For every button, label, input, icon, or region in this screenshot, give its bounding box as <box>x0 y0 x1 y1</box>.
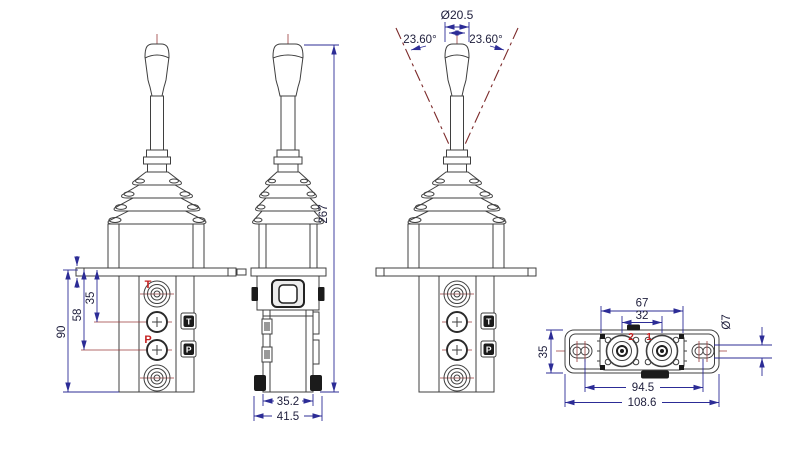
dim-41-5-label: 41.5 <box>277 411 299 423</box>
side-view: 267 35.2 41.5 <box>236 34 339 423</box>
dim-body-width: 35.2 <box>262 394 314 408</box>
upper-housing <box>258 223 318 269</box>
dim-plate-width: 35 <box>538 329 563 374</box>
dim-tilt-angle-left: 23.60° <box>403 34 437 51</box>
dim-67-label: 67 <box>636 298 649 310</box>
tab-t-label: T <box>186 317 192 327</box>
dim-knob-diameter-label: Ø20.5 <box>441 8 474 22</box>
tilt-range-line-left <box>395 27 458 163</box>
dim-slot-hole: Ø7 <box>714 314 772 376</box>
dim-35-plate-label: 35 <box>538 346 550 359</box>
tab-p-label: P <box>486 345 492 355</box>
port-1-label: 1 <box>646 332 652 343</box>
dim-port2-offset: 35 <box>85 270 100 322</box>
dim-32-label: 32 <box>636 310 649 322</box>
dim-90-label: 90 <box>56 326 68 339</box>
dim-boss-centers: 32 <box>621 310 663 333</box>
mounting-flange <box>236 267 327 277</box>
front-view: 35 58 90 T P T P <box>56 33 237 393</box>
dim-slot-centers: 94.5 <box>584 359 704 394</box>
dim-boss-outer: 67 <box>600 298 684 333</box>
dim-94-5-label: 94.5 <box>632 382 654 394</box>
angle-right-label: 23.60° <box>469 34 502 46</box>
port-p-label: P <box>144 334 151 346</box>
tilted-view: Ø20.5 23.60° 23.60° T P <box>375 8 537 393</box>
connector-section <box>251 275 325 311</box>
dim-o7-label: Ø7 <box>721 314 733 329</box>
dim-35-label: 35 <box>85 292 97 305</box>
dim-knob-diameter: Ø20.5 <box>441 8 474 42</box>
angle-left-label: 23.60° <box>403 34 436 46</box>
tilt-range-line-right <box>456 27 519 163</box>
mounting-slot-left <box>569 341 593 362</box>
dim-35-2-label: 35.2 <box>277 396 299 408</box>
collar-nut <box>273 149 303 173</box>
tab-t-label: T <box>486 317 492 327</box>
knob <box>272 43 304 97</box>
dim-total-height: 267 <box>304 44 339 393</box>
boss-port-1 <box>645 334 679 368</box>
top-view: 2 1 67 32 94.5 108. <box>538 298 772 409</box>
boss-port-2 <box>605 334 639 368</box>
dim-overall-width: 41.5 <box>253 396 323 423</box>
tab-p-label: P <box>186 345 192 355</box>
dim-port3-offset: 58 <box>72 270 87 350</box>
dim-body-height: 90 <box>56 270 71 392</box>
top-tab <box>627 324 640 331</box>
port-2-label: 2 <box>628 332 634 343</box>
dim-tilt-angle-right: 23.60° <box>469 34 505 51</box>
rubber-bellows <box>252 171 324 225</box>
dim-58-label: 58 <box>72 309 84 322</box>
mounting-slot-right <box>691 341 715 362</box>
bottom-tab <box>641 370 669 379</box>
valve-body-side <box>254 309 322 393</box>
dim-267-label: 267 <box>318 204 330 223</box>
dim-overall-length: 108.6 <box>564 374 720 409</box>
shaft <box>280 95 296 151</box>
port-t-label: T <box>145 279 152 291</box>
dim-108-6-label: 108.6 <box>628 397 657 409</box>
